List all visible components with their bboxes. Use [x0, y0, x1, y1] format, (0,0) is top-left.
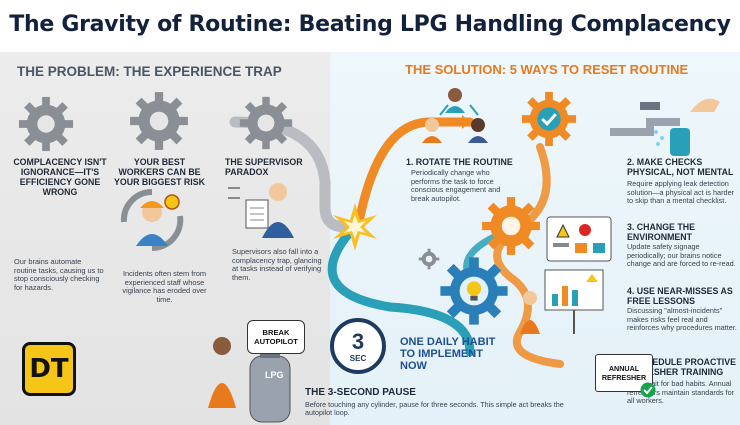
step-2-body: Require applying leak detection solution… [627, 179, 735, 205]
daily-habit-heading: ONE DAILY HABIT TO IMPLEMENT NOW [400, 336, 496, 372]
timer-unit: SEC [349, 354, 367, 363]
timer-number: 3 [351, 329, 365, 354]
problem-col-1-title: COMPLACENCY ISN'T IGNORANCE—IT'S EFFICIE… [13, 157, 107, 197]
step-5-title: 5. SCHEDULE PROACTIVE REFRESHER TRAINING [624, 357, 736, 377]
gear-icon [130, 92, 188, 150]
step-2-title: 2. MAKE CHECKS PHYSICAL, NOT MENTAL [627, 157, 734, 177]
problem-col-1-body: Our brains automate routine tasks, causi… [14, 257, 104, 292]
problem-col-3-body: Supervisors also fall into a complacency… [232, 247, 322, 282]
problem-heading-b: THE EXPERIENCE TRAP [123, 64, 282, 79]
supervisor-illustration [228, 183, 294, 238]
solution-heading: THE SOLUTION: 5 WAYS TO RESET ROUTINE [405, 62, 689, 77]
gear-icon [418, 248, 440, 270]
worker-lpg-illustration [208, 337, 291, 423]
signage-board-icon [546, 216, 612, 262]
stopwatch-icon: 3 SEC [330, 318, 386, 374]
break-autopilot-bubble: BREAK AUTOPILOT [247, 320, 305, 354]
checkmark-gear-icon [521, 91, 577, 147]
pause-body: Before touching any cylinder, pause for … [305, 400, 564, 418]
step-5-body: Don't wait for bad habits. Annual refres… [627, 379, 735, 405]
worker-cycle-illustration [120, 188, 184, 252]
page-title: The Gravity of Routine: Beating LPG Hand… [0, 0, 740, 52]
step-3-body: Update safety signage periodically; our … [627, 242, 736, 268]
problem-heading: THE PROBLEM: THE EXPERIENCE TRAP [17, 64, 282, 79]
gear-icon [18, 96, 74, 152]
gear-icon [239, 96, 293, 150]
problem-col-3-title: THE SUPERVISOR PARADOX [225, 157, 303, 177]
gear-icon [482, 197, 540, 255]
dt-logo: DT [22, 342, 76, 396]
pause-title: THE 3-SECOND PAUSE [305, 387, 416, 398]
step-4-title: 4. USE NEAR-MISSES AS FREE LESSONS [627, 286, 733, 306]
blue-flow-lower [327, 227, 475, 357]
problem-col-2-title: YOUR BEST WORKERS CAN BE YOUR BIGGEST RI… [114, 157, 205, 187]
step-3-title: 3. CHANGE THE ENVIRONMENT [627, 222, 695, 242]
spark-burst [333, 203, 377, 251]
lpg-label: LPG [265, 370, 284, 380]
step-1-body: Periodically change who performs the tas… [411, 168, 501, 203]
problem-col-2-body: Incidents often stem from experienced st… [122, 269, 207, 304]
people-rotation-icon [422, 88, 488, 143]
step-4-body: Discussing "almost-incidents" makes risk… [627, 306, 737, 332]
step-1-title: 1. ROTATE THE ROUTINE [406, 157, 513, 167]
presentation-icon [520, 269, 604, 334]
lightbulb-gear-icon [440, 257, 508, 325]
problem-heading-a: THE PROBLEM: [17, 64, 120, 79]
spray-valve-icon [610, 98, 720, 156]
check-badge-icon [640, 382, 656, 398]
